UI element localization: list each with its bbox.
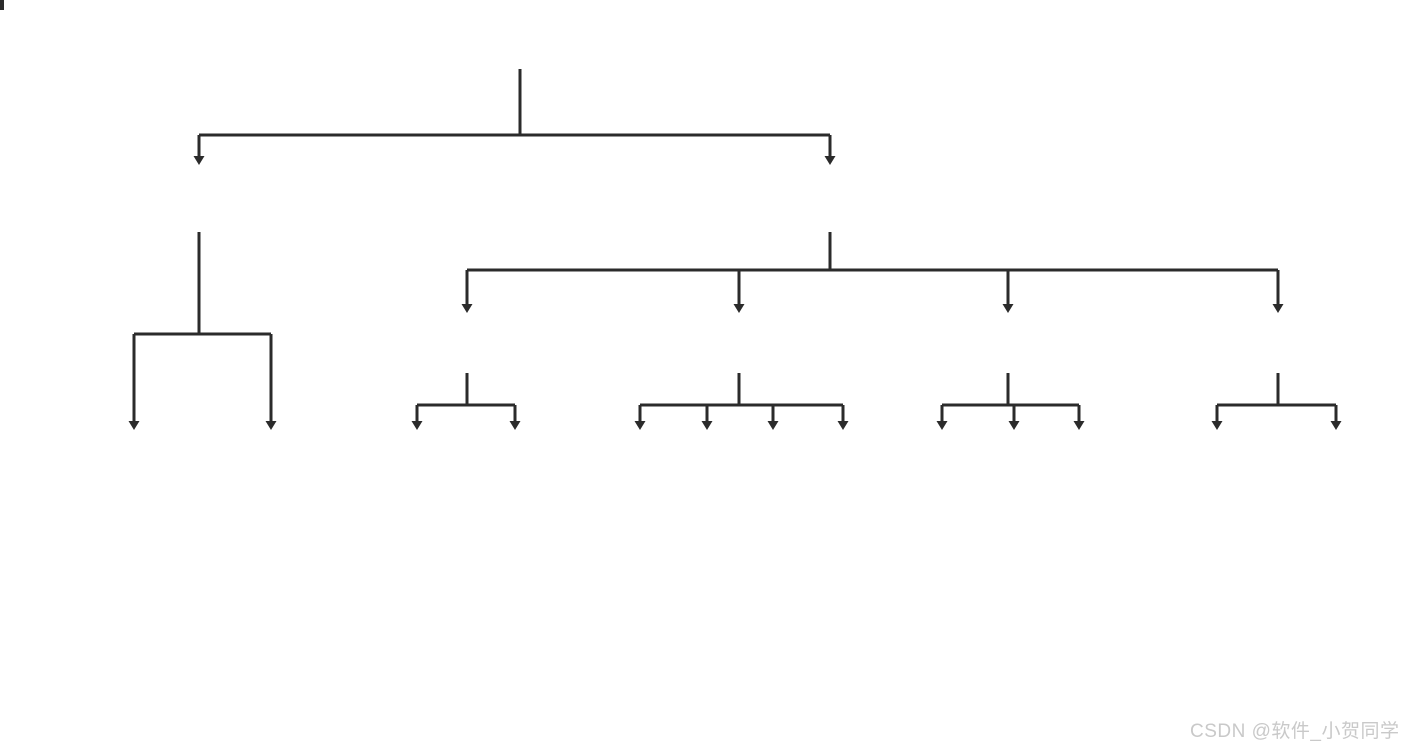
- leaf-records-query-record[interactable]: [0, 0, 4, 10]
